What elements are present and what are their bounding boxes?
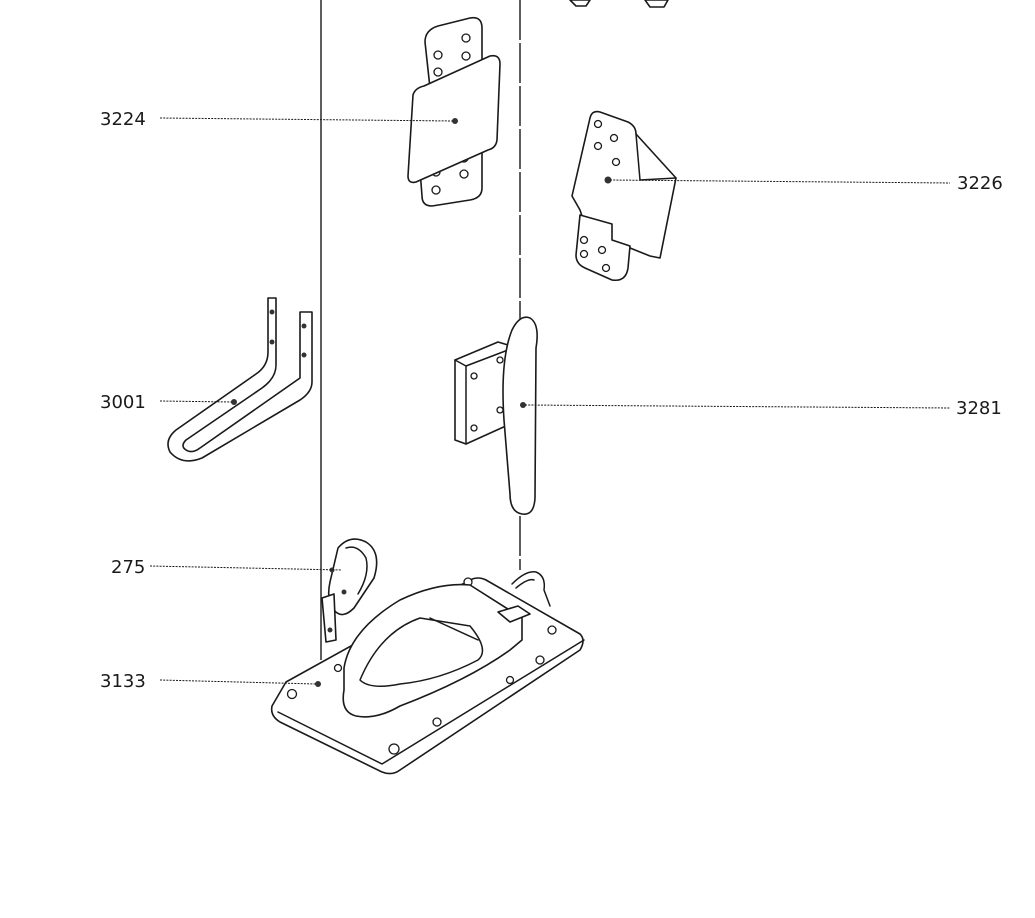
callout-275: 275: [111, 557, 145, 578]
part-275-pulley: [321, 538, 378, 643]
partial-part-top: [569, 0, 669, 8]
wire-clip: [511, 571, 551, 607]
leader-3281: [524, 404, 951, 409]
part-3226-bent-bracket: [571, 110, 677, 282]
part-3133-base-plate: [270, 577, 585, 775]
part-3224-hinge-plate: [407, 16, 501, 207]
part-3001-u-rod: [167, 297, 313, 462]
leader-3001: [159, 400, 233, 403]
callout-3001: 3001: [100, 392, 146, 413]
callout-3133: 3133: [100, 671, 146, 692]
leader-3133: [159, 679, 317, 685]
callout-3226: 3226: [957, 173, 1003, 194]
callout-3281: 3281: [956, 398, 1002, 419]
leader-3224: [159, 117, 454, 122]
leader-3226: [609, 179, 951, 184]
part-3281-handle: [454, 316, 538, 515]
callout-3224: 3224: [100, 109, 146, 130]
leader-275: [149, 565, 343, 571]
